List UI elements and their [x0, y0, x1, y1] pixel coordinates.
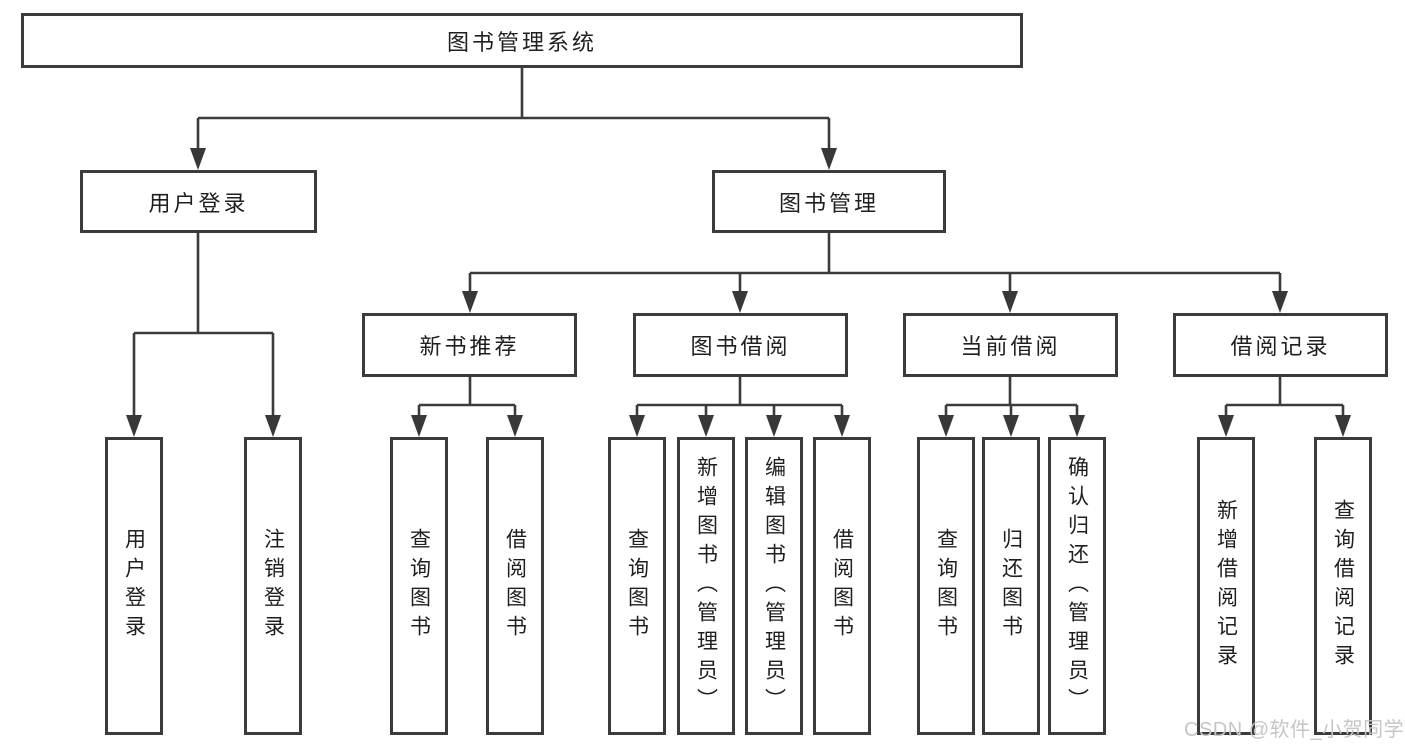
node-label: 新书推荐 — [419, 334, 520, 359]
node-borrow-records: 借阅记录 — [1173, 313, 1388, 377]
leaf-label: 编辑图书（管理员） — [762, 455, 786, 717]
node-current-borrow: 当前借阅 — [903, 313, 1118, 377]
leaf-label: 确认归还（管理员） — [1065, 455, 1089, 717]
csdn-watermark: CSDN @软件_小贺同学 — [1184, 719, 1405, 741]
leaf-query-borrow-record: 查询借阅记录 — [1314, 437, 1372, 735]
leaf-label: 新增图书（管理员） — [694, 455, 718, 717]
leaf-query-books-newrec: 查询图书 — [390, 437, 448, 735]
node-label: 图书借阅 — [690, 334, 791, 359]
leaf-borrow-books: 借阅图书 — [813, 437, 871, 735]
arrowhead — [766, 415, 782, 437]
arrowhead — [1069, 415, 1085, 437]
node-book-borrow: 图书借阅 — [633, 313, 848, 377]
leaf-label: 查询图书 — [407, 528, 431, 644]
arrowhead — [834, 415, 850, 437]
node-label: 用户登录 — [148, 190, 249, 216]
connector-user-login-children — [126, 233, 281, 437]
leaf-label: 新增借阅记录 — [1214, 499, 1238, 673]
node-new-book-recommend: 新书推荐 — [362, 313, 577, 377]
leaf-label: 借阅图书 — [830, 528, 854, 644]
node-label: 借阅记录 — [1230, 334, 1331, 359]
leaf-return-books: 归还图书 — [982, 437, 1040, 735]
node-book-management: 图书管理 — [712, 170, 946, 233]
arrowhead — [462, 291, 478, 313]
leaf-add-borrow-record: 新增借阅记录 — [1197, 437, 1255, 735]
arrowhead — [190, 148, 206, 170]
arrowhead — [938, 415, 954, 437]
leaf-add-books-admin: 新增图书（管理员） — [677, 437, 735, 735]
connector-current-borrow-children — [938, 377, 1085, 437]
leaf-label: 查询图书 — [934, 528, 958, 644]
arrowhead — [1003, 415, 1019, 437]
leaf-query-books-current: 查询图书 — [917, 437, 975, 735]
arrowhead — [1335, 415, 1351, 437]
leaf-logout: 注销登录 — [244, 437, 302, 735]
leaf-query-books-borrow: 查询图书 — [608, 437, 666, 735]
arrowhead — [507, 415, 523, 437]
connector-borrow-records-children — [1218, 377, 1351, 437]
leaf-confirm-return-admin: 确认归还（管理员） — [1048, 437, 1106, 735]
arrowhead — [126, 415, 142, 437]
connector-book-mgmt-to-level3 — [462, 233, 1288, 313]
node-label: 当前借阅 — [960, 334, 1061, 359]
connector-new-book-children — [411, 377, 523, 437]
connector-root-to-level2 — [190, 68, 837, 170]
arrowhead — [1218, 415, 1234, 437]
node-label: 图书管理系统 — [446, 29, 597, 55]
leaf-user-login: 用户登录 — [105, 437, 163, 735]
arrowhead — [1272, 291, 1288, 313]
leaf-borrow-books-newrec: 借阅图书 — [486, 437, 544, 735]
leaf-label: 用户登录 — [122, 528, 146, 644]
leaf-label: 查询借阅记录 — [1331, 499, 1355, 673]
leaf-edit-books-admin: 编辑图书（管理员） — [745, 437, 803, 735]
node-library-management-system: 图书管理系统 — [21, 13, 1023, 68]
node-label: 图书管理 — [778, 190, 879, 216]
arrowhead — [265, 415, 281, 437]
leaf-label: 归还图书 — [999, 528, 1023, 644]
arrowhead — [698, 415, 714, 437]
leaf-label: 借阅图书 — [503, 528, 527, 644]
node-user-login: 用户登录 — [80, 170, 317, 233]
arrowhead — [1002, 291, 1018, 313]
arrowhead — [821, 148, 837, 170]
leaf-label: 查询图书 — [625, 528, 649, 644]
arrowhead — [732, 291, 748, 313]
arrowhead — [411, 415, 427, 437]
arrowhead — [629, 415, 645, 437]
leaf-label: 注销登录 — [261, 528, 285, 644]
connector-book-borrow-children — [629, 377, 850, 437]
